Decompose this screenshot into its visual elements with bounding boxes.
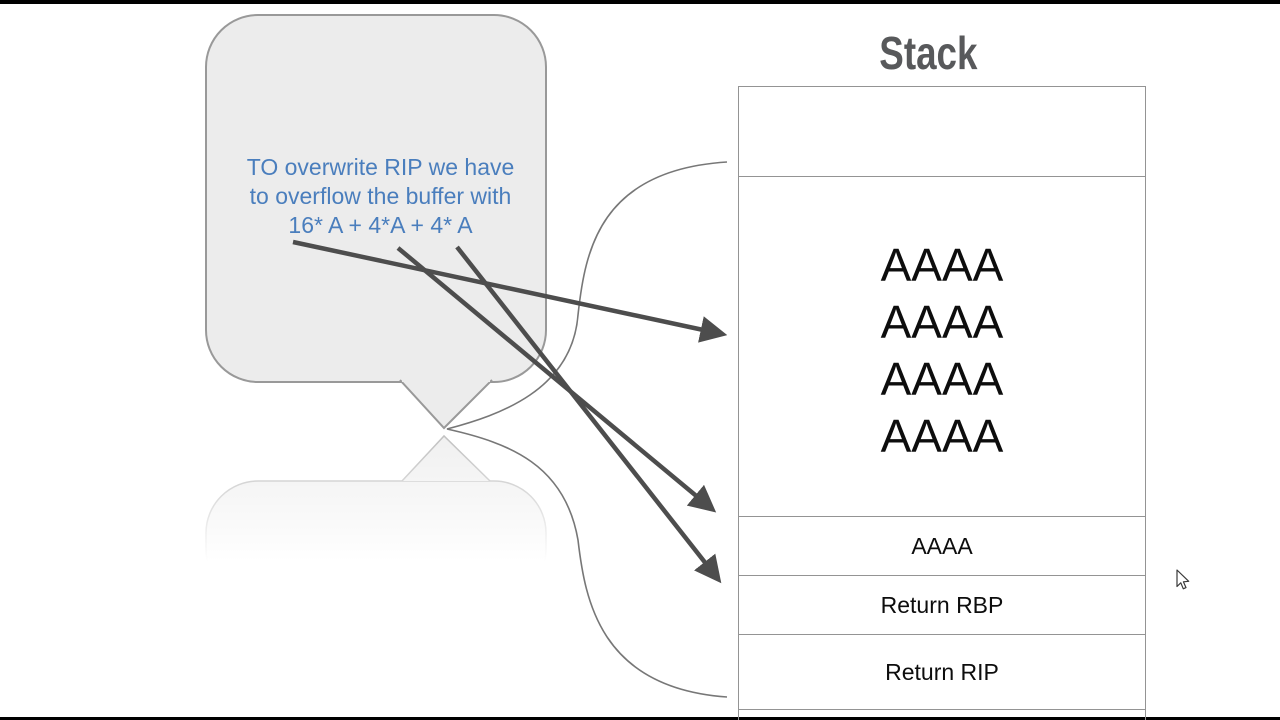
buffer-line: AAAA xyxy=(880,353,1004,405)
letterbox-top xyxy=(0,0,1280,4)
stack-title-text: Stack xyxy=(878,27,978,79)
stack-row-return-rbp: Return RBP xyxy=(739,576,1145,635)
buffer-line: AAAA xyxy=(880,296,1004,348)
bubble-line-2: to overflow the buffer with xyxy=(249,183,512,209)
arrow-to-buffer xyxy=(292,239,728,343)
stack-row-aaaa: AAAA xyxy=(739,517,1145,576)
buffer-line: AAAA xyxy=(880,410,1004,462)
stack-row-empty xyxy=(739,87,1145,177)
stack-row-return-rbp-label: Return RBP xyxy=(880,591,1004,618)
stack-title: Stack xyxy=(738,26,1118,80)
arrow-to-aaaa-row xyxy=(396,246,717,513)
brace-curve xyxy=(446,161,728,698)
speech-bubble-text: TO overwrite RIP we have to overflow the… xyxy=(210,153,551,240)
arrow-to-rbp-row xyxy=(455,245,722,584)
stack-row-aaaa-label: AAAA xyxy=(911,532,973,559)
letterbox-bottom xyxy=(0,717,1280,720)
bubble-line-3: 16* A + 4*A + 4* A xyxy=(288,212,473,238)
overflow-arrows xyxy=(292,239,728,584)
buffer-line: AAAA xyxy=(880,239,1004,291)
mouse-cursor-icon xyxy=(1176,569,1190,590)
stack-row-return-rip: Return RIP xyxy=(739,635,1145,710)
speech-bubble-reflection xyxy=(190,430,570,615)
bubble-line-1: TO overwrite RIP we have xyxy=(246,154,515,180)
stack-row-partial xyxy=(739,710,1145,719)
speech-bubble xyxy=(205,14,547,430)
stack-table: AAAA AAAA AAAA AAAA AAAA Return RBP Retu… xyxy=(738,86,1146,720)
stack-row-return-rip-label: Return RIP xyxy=(885,658,999,685)
stack-row-buffer: AAAA AAAA AAAA AAAA xyxy=(739,177,1145,517)
